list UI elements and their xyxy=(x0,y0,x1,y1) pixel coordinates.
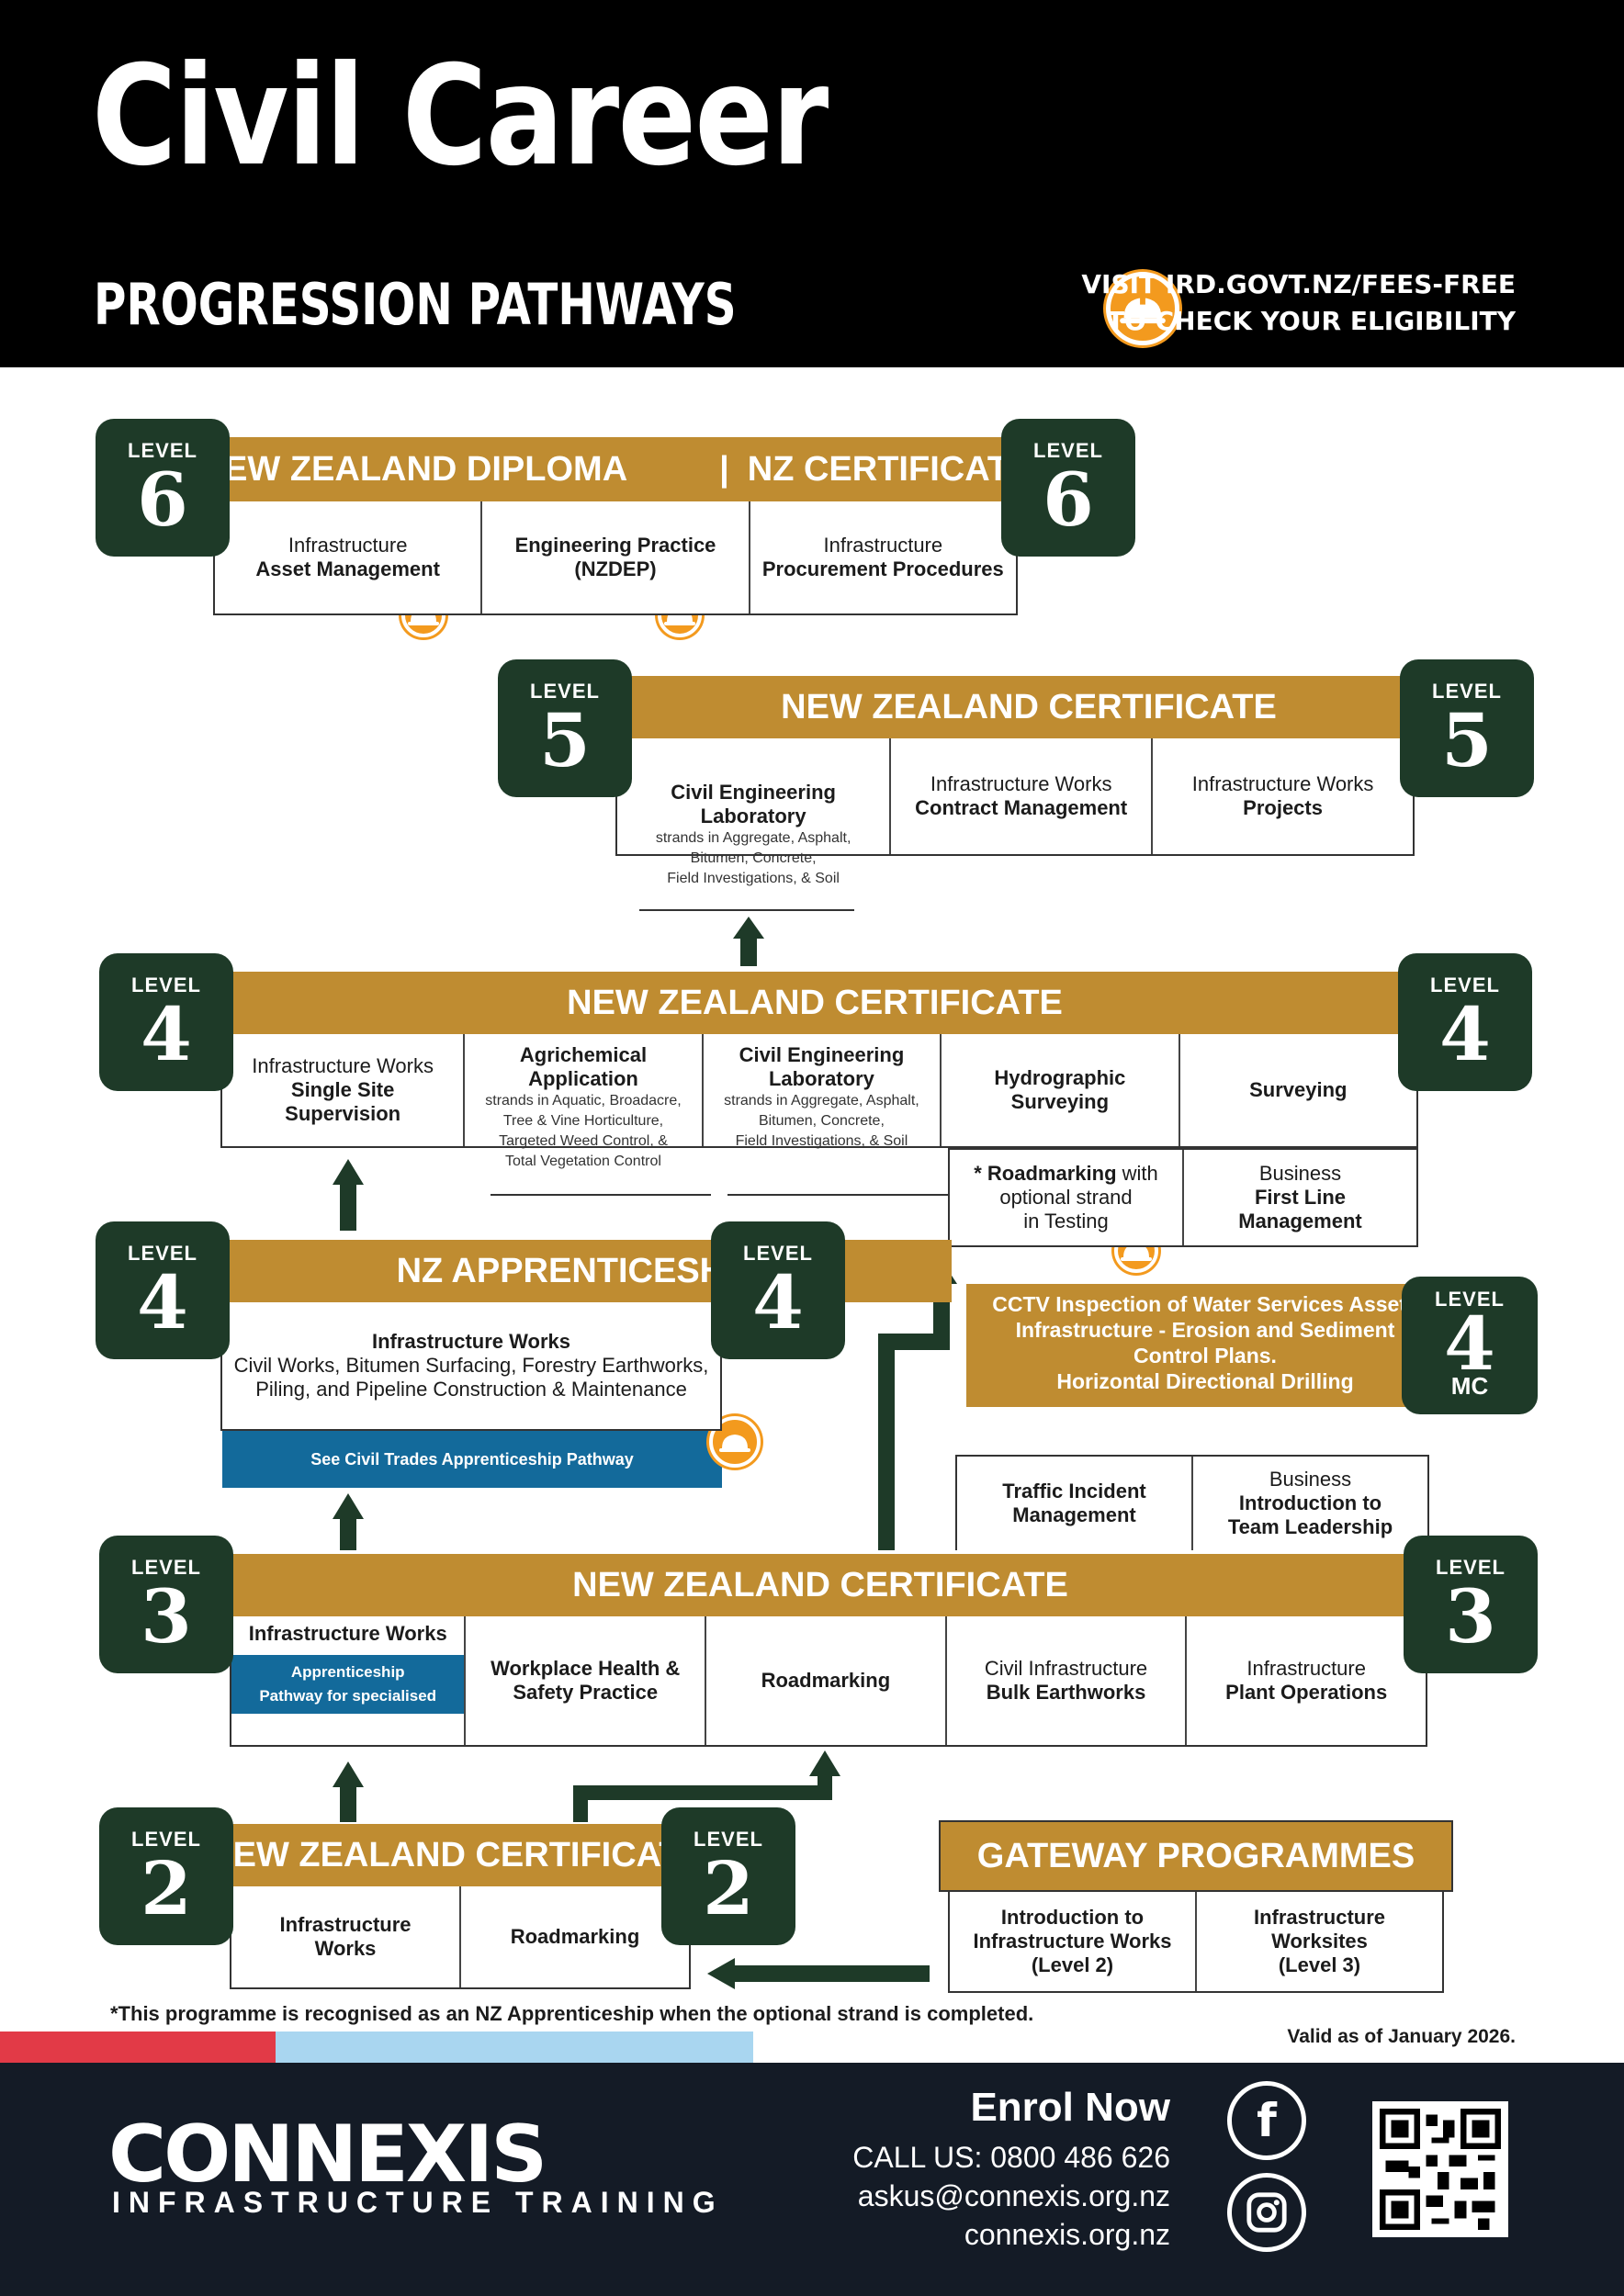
arrow-up xyxy=(340,1785,356,1822)
programme-infrastructure-works-l3[interactable]: Infrastructure Works See Civil Trades Ap… xyxy=(231,1616,467,1745)
level6-banner: NEW ZEALAND DIPLOMA | NZ CERTIFICATE xyxy=(199,437,1032,501)
level3-programmes: Infrastructure Works See Civil Trades Ap… xyxy=(230,1616,1427,1747)
arrow-head xyxy=(733,917,764,939)
programme-roadmarking-l2[interactable]: Roadmarking xyxy=(510,1925,640,1948)
level5-banner: NEW ZEALAND CERTIFICATE xyxy=(625,676,1433,738)
footnote: *This programme is recognised as an NZ A… xyxy=(110,2002,1034,2025)
level2-banner: NEW ZEALAND CERTIFICATE xyxy=(208,1824,704,1886)
divider xyxy=(727,1194,948,1196)
arrow-path xyxy=(818,1774,832,1800)
arrow-head xyxy=(333,1159,364,1185)
arrow-head xyxy=(333,1493,364,1519)
instagram-icon[interactable] xyxy=(1227,2173,1306,2252)
page-title: Civil Career xyxy=(92,37,829,197)
arrow-path xyxy=(735,1965,930,1982)
fees-free-notice[interactable]: VISIT IRD.GOVT.NZ/FEES-FREE TO CHECK YOU… xyxy=(1081,269,1516,336)
enrol-now-heading: Enrol Now xyxy=(970,2085,1170,2130)
arrow-path xyxy=(878,1334,895,1550)
header-banner xyxy=(0,0,1624,367)
page-subtitle: PROGRESSION PATHWAYS xyxy=(94,271,737,338)
arrow-head-left xyxy=(707,1958,735,1989)
divider xyxy=(639,909,854,911)
arrow-path xyxy=(573,1785,832,1800)
programme-engineering-practice[interactable]: Engineering Practice(NZDEP) xyxy=(482,501,750,613)
footer xyxy=(0,2063,1624,2296)
programme-surveying[interactable]: Surveying xyxy=(1249,1078,1348,1101)
arrow-up xyxy=(340,1517,356,1550)
connexis-tagline: INFRASTRUCTURE TRAINING xyxy=(112,2186,724,2219)
valid-date: Valid as of January 2026. xyxy=(1287,2026,1516,2047)
arrow-head xyxy=(809,1750,840,1776)
arrow-head xyxy=(333,1761,364,1787)
civil-trades-pathway-link[interactable]: See Civil Trades Apprenticeship Pathway xyxy=(222,1431,722,1488)
arrow-path xyxy=(878,1334,941,1350)
qr-code[interactable] xyxy=(1372,2101,1508,2237)
accent-stripe xyxy=(276,2032,753,2063)
email-link[interactable]: askus@connexis.org.nz xyxy=(857,2179,1170,2212)
programme-roadmarking-l3[interactable]: Roadmarking xyxy=(706,1616,947,1745)
arrow-up xyxy=(740,937,757,966)
accent-stripe xyxy=(0,2032,276,2063)
programme-health-safety[interactable]: Workplace Health &Safety Practice xyxy=(466,1616,707,1745)
hard-hat-icon xyxy=(1106,272,1179,345)
gateway-banner: GATEWAY PROGRAMMES xyxy=(939,1820,1453,1892)
connexis-logo: CONNEXIS xyxy=(108,2109,547,2200)
website-link[interactable]: connexis.org.nz xyxy=(964,2218,1170,2251)
micro-credentials-box[interactable]: CCTV Inspection of Water Services Assets… xyxy=(966,1284,1444,1407)
arrow-up xyxy=(340,1183,356,1231)
phone-number[interactable]: CALL US: 0800 486 626 xyxy=(852,2141,1170,2174)
divider xyxy=(491,1194,711,1196)
level4-banner: NEW ZEALAND CERTIFICATE xyxy=(228,972,1402,1034)
level3-banner: NEW ZEALAND CERTIFICATE xyxy=(228,1554,1413,1616)
facebook-icon[interactable]: f xyxy=(1227,2081,1306,2160)
